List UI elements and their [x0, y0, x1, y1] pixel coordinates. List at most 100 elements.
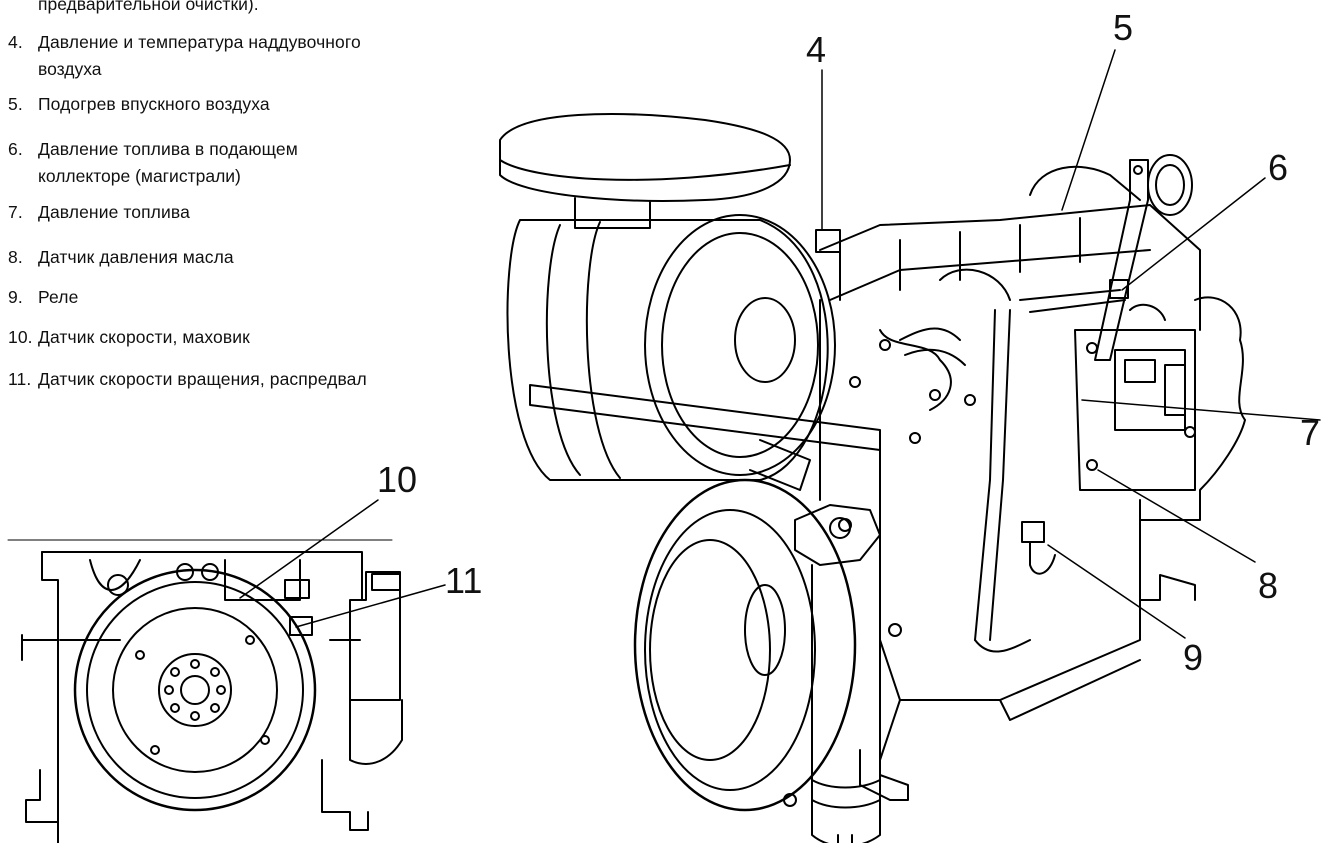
cover-ribs: [839, 217, 1081, 301]
bolt: [879, 339, 891, 351]
legend-item-7: 7. Давление топлива: [8, 200, 190, 225]
hose: [89, 559, 141, 591]
rim-hole: [135, 650, 145, 660]
filter-pipe: [349, 689, 403, 765]
flywheel-hub: [158, 653, 232, 727]
legend-num: 6.: [8, 139, 23, 159]
housing-bolt: [783, 793, 797, 807]
bracket-arm: [749, 439, 811, 491]
rail-pressure-sensor: [1109, 279, 1129, 299]
left-frame: [21, 551, 59, 843]
filter-seam: [545, 224, 581, 476]
leader-5: [1061, 49, 1116, 211]
callout-8: 8: [1258, 565, 1279, 606]
hub-bolt: [164, 685, 174, 695]
pulley: [107, 574, 129, 596]
legend-text: Давление топлива в подающем: [38, 139, 298, 159]
legend-num: 7.: [8, 202, 23, 222]
tube-bend: [974, 639, 1031, 653]
right-foot: [321, 759, 369, 831]
flywheel-rim: [86, 581, 304, 799]
crank-hub: [744, 584, 786, 676]
valve-cover-lower: [829, 249, 1151, 301]
bolt: [929, 389, 941, 401]
fuel-filter-head: [794, 504, 881, 566]
legend-item-11: 11.Датчик скорости вращения, распредвал: [8, 367, 367, 392]
hub-bolt: [216, 685, 226, 695]
rim-hole: [245, 635, 255, 645]
callout-5: 5: [1113, 7, 1134, 48]
hub-bolt: [170, 667, 180, 677]
ecu-connector: [1124, 359, 1156, 383]
callout-10: 10: [377, 459, 418, 500]
flywheel-housing: [633, 478, 857, 812]
rear-foot: [1139, 519, 1196, 601]
leader-11: [295, 584, 446, 628]
oil-sump: [879, 659, 1141, 761]
legend-item-10: 10.Датчик скорости, маховик: [8, 325, 250, 350]
bolt: [1184, 426, 1196, 438]
left-foot: [25, 769, 59, 823]
top-block: [41, 551, 363, 601]
dipstick-tube: [974, 309, 1011, 641]
air-filter-body: [506, 219, 829, 481]
hub-bolt: [210, 703, 220, 713]
filter-head-port: [829, 517, 851, 539]
callout-11: 11: [445, 560, 483, 601]
legend-text: Датчик скорости, маховик: [38, 327, 250, 347]
legend-num: 5.: [8, 94, 23, 114]
legend-text: Давление топлива: [38, 202, 190, 222]
bolt: [909, 432, 921, 444]
front-foot: [859, 749, 909, 801]
ecu-bracket: [1074, 329, 1196, 491]
legend-text: Давление и температура наддувочного: [38, 32, 361, 52]
fuel-pipes: [899, 327, 966, 366]
hub-bolt: [210, 667, 220, 677]
callout-6: 6: [1268, 147, 1289, 188]
engine-side-view: [499, 49, 1321, 843]
housing-bolt: [888, 623, 902, 637]
callout-7: 7: [1300, 412, 1321, 453]
hub-bolt: [190, 711, 200, 721]
filler-cap: [1129, 303, 1166, 321]
legend-text-cont: воздуха: [38, 59, 102, 79]
relay-wire: [1029, 541, 1056, 575]
rim-hole: [150, 745, 160, 755]
callout-4: 4: [806, 29, 827, 70]
flywheel-inner: [112, 607, 278, 773]
cap-rim: [499, 159, 791, 181]
filter-endcap-hub: [734, 297, 796, 383]
bolt: [849, 376, 861, 388]
filter-cap: [371, 573, 401, 591]
bolt: [1086, 342, 1098, 354]
legend-text: Датчик давления масла: [38, 247, 234, 267]
leader-9: [1047, 544, 1186, 639]
legend-item-6: 6. Давление топлива в подающем: [8, 137, 298, 162]
leader-8: [1097, 469, 1256, 563]
legend-text: Датчик скорости вращения, распредвал: [38, 369, 367, 389]
leader-6: [1121, 177, 1266, 291]
boost-sensor: [815, 229, 841, 253]
legend-num: 10.: [8, 327, 33, 347]
flywheel-bore: [649, 539, 771, 761]
filter-endcap: [644, 214, 836, 476]
engine-front-view: [7, 499, 446, 843]
fuel-pipe: [879, 329, 952, 411]
intake-elbow: [1029, 165, 1141, 201]
filter-bowl-lines: [811, 779, 881, 809]
fuel-rail: [939, 268, 1126, 313]
turbo-outlet-inner: [1155, 164, 1185, 206]
engine-block: [819, 299, 1141, 701]
legend-num: 4.: [8, 32, 23, 52]
legend-cut-line: предварительной очистки).: [38, 0, 259, 14]
lift-bracket: [1094, 159, 1149, 361]
air-filter-cap: [499, 113, 791, 202]
legend-text: Реле: [38, 287, 79, 307]
legend-item-9: 9.Реле: [8, 285, 78, 310]
leader-10: [239, 499, 379, 599]
flywheel-housing-inner: [644, 509, 816, 791]
valve-cover: [819, 204, 1201, 331]
legend-text-cont: коллекторе (магистрали): [38, 166, 241, 186]
filter-housing: [349, 571, 401, 701]
hub-bolt: [170, 703, 180, 713]
